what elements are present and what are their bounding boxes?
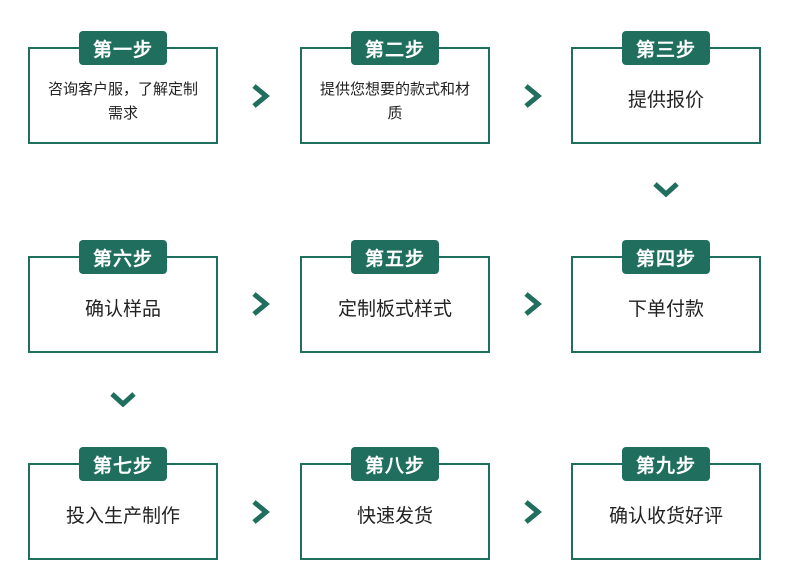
step-label: 第一步	[79, 31, 167, 65]
chevron-right-icon	[246, 82, 274, 110]
step-7: 第七步 投入生产制作	[28, 447, 218, 560]
step-label: 第四步	[622, 240, 710, 274]
step-label: 第七步	[79, 447, 167, 481]
step-label: 第三步	[622, 31, 710, 65]
step-4: 第四步 下单付款	[571, 240, 761, 353]
step-6: 第六步 确认样品	[28, 240, 218, 353]
step-description: 咨询客户服，了解定制需求	[47, 79, 198, 122]
step-label: 第九步	[622, 447, 710, 481]
chevron-right-icon	[246, 498, 274, 526]
step-2: 第二步 提供您想要的款式和材质	[300, 31, 490, 144]
chevron-down-icon	[652, 175, 680, 203]
chevron-right-icon	[246, 290, 274, 318]
step-description: 下单付款	[627, 298, 704, 320]
step-description: 投入生产制作	[65, 505, 180, 527]
step-label: 第八步	[351, 447, 439, 481]
step-1: 第一步 咨询客户服，了解定制需求	[28, 31, 218, 144]
step-label: 第二步	[351, 31, 439, 65]
step-description: 确认样品	[84, 298, 161, 320]
step-5: 第五步 定制板式样式	[300, 240, 490, 353]
step-label: 第六步	[79, 240, 167, 274]
step-description: 提供您想要的款式和材质	[319, 79, 470, 122]
step-8: 第八步 快速发货	[300, 447, 490, 560]
step-description: 定制板式样式	[337, 298, 452, 320]
step-9: 第九步 确认收货好评	[571, 447, 761, 560]
step-description: 确认收货好评	[608, 505, 723, 527]
step-description: 快速发货	[356, 505, 433, 527]
chevron-right-icon	[518, 82, 546, 110]
chevron-right-icon	[518, 290, 546, 318]
step-label: 第五步	[351, 240, 439, 274]
chevron-down-icon	[109, 385, 137, 413]
chevron-right-icon	[518, 498, 546, 526]
step-description: 提供报价	[627, 89, 704, 111]
step-3: 第三步 提供报价	[571, 31, 761, 144]
